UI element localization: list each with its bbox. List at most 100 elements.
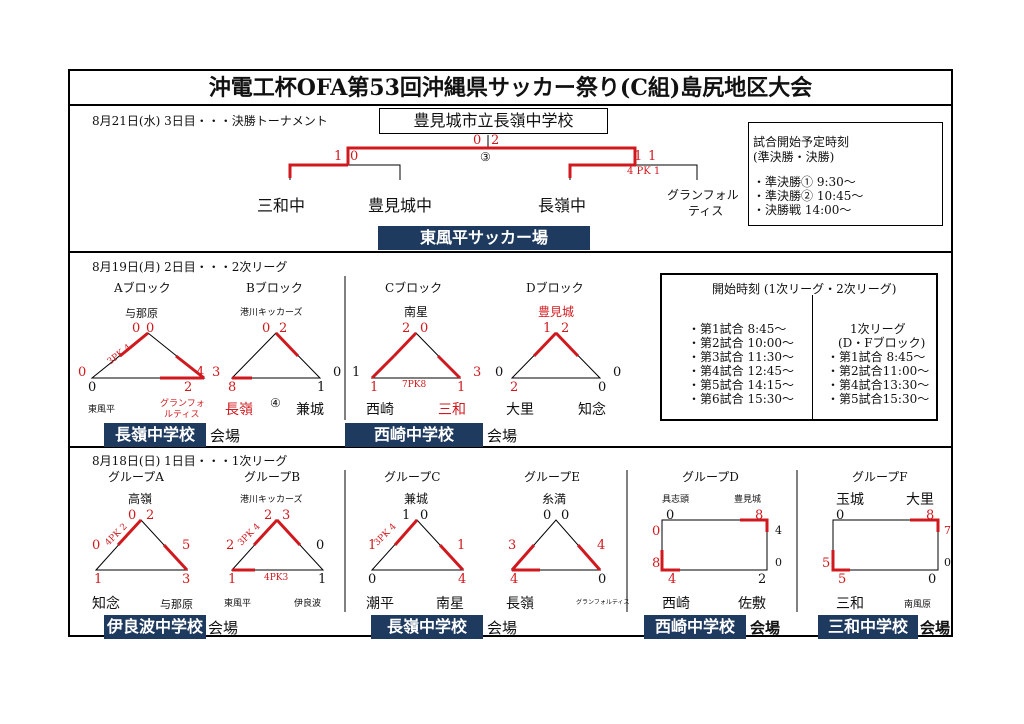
main-frame bbox=[68, 69, 953, 637]
time-item: ・第2試合11:00～ bbox=[827, 364, 930, 378]
score: 3 bbox=[473, 365, 482, 380]
group-b-title: グループB bbox=[244, 470, 301, 484]
team: 西崎 bbox=[662, 596, 690, 612]
score: 1 bbox=[352, 365, 361, 380]
venue-label: 会場 bbox=[750, 619, 781, 637]
time-item: ・第5試合15:30～ bbox=[827, 392, 930, 406]
team-granfortis-2: ティス bbox=[688, 204, 724, 218]
final-score-right: 2 bbox=[491, 133, 500, 148]
score: 2 bbox=[758, 572, 767, 587]
group-b-top: 港川キッカーズ bbox=[240, 495, 303, 505]
score: 0 bbox=[316, 538, 325, 553]
group-f-title: グループF bbox=[852, 470, 908, 484]
score: 0 bbox=[652, 524, 661, 539]
score: 0 bbox=[132, 321, 141, 336]
team-sanwa: 三和中 bbox=[257, 196, 306, 215]
time-item: ・第4試合 12:45～ bbox=[688, 364, 795, 378]
team: 大里 bbox=[506, 402, 534, 418]
venue-label: 会場 bbox=[487, 619, 518, 637]
block-b-top: 港川キッカーズ bbox=[240, 308, 303, 318]
divider bbox=[68, 251, 953, 253]
score: 0 bbox=[92, 538, 101, 553]
score: 0 bbox=[88, 380, 97, 395]
team: 潮平 bbox=[366, 596, 394, 612]
team: グランフォルティス bbox=[576, 599, 630, 606]
group-e-title: グループE bbox=[524, 470, 581, 484]
time-item: ・第2試合 10:00～ bbox=[688, 336, 795, 350]
score: 2 bbox=[184, 380, 193, 395]
times-right-sub: (D・Fブロック) bbox=[838, 336, 926, 350]
day2-date: 8月19日(月) 2日目・・・2次リーグ bbox=[92, 260, 288, 274]
score: 4 bbox=[668, 572, 677, 587]
score: 3 bbox=[212, 365, 221, 380]
team: 東風平 bbox=[88, 405, 116, 415]
match-number: ④ bbox=[270, 396, 281, 410]
time-item: ・第1試合 8:45～ bbox=[688, 322, 787, 336]
team: 長嶺 bbox=[225, 402, 253, 418]
team: 知念 bbox=[92, 596, 120, 612]
score: 1 bbox=[318, 572, 327, 587]
score: 2 bbox=[226, 538, 235, 553]
score: 0 bbox=[836, 508, 845, 523]
venue-nagamine: 長嶺中学校 bbox=[371, 615, 483, 639]
score: 1 bbox=[457, 380, 466, 395]
venue-sanwa: 三和中学校 bbox=[818, 615, 918, 639]
time-item: ・第6試合 15:30～ bbox=[688, 392, 795, 406]
venue-label: 会場 bbox=[210, 427, 241, 445]
block-c-top: 南星 bbox=[404, 305, 429, 319]
schedule-sub: (準決勝・決勝) bbox=[753, 150, 835, 164]
time-item: ・第3試合 11:30～ bbox=[688, 350, 795, 364]
day3-date: 8月21日(水) 3日目・・・決勝トーナメント bbox=[92, 114, 328, 128]
score: 1 bbox=[317, 380, 326, 395]
score: 2 bbox=[279, 321, 288, 336]
pk-label: 7PK8 bbox=[402, 380, 427, 390]
day1-date: 8月18日(日) 1日目・・・1次リーグ bbox=[92, 454, 288, 468]
time-item: ・第1試合 8:45～ bbox=[827, 350, 926, 364]
team-tomigusuku: 豊見城中 bbox=[368, 196, 433, 215]
sf1-score-left: 1 bbox=[334, 149, 343, 164]
score: 3 bbox=[508, 538, 517, 553]
final-number: ③ bbox=[480, 150, 491, 164]
schedule-item: ・準決勝② 10:45～ bbox=[753, 189, 864, 203]
team: 三和 bbox=[836, 596, 864, 612]
times-divider bbox=[812, 295, 813, 421]
team: 東風平 bbox=[224, 599, 252, 609]
score: 1 bbox=[543, 321, 552, 336]
score: 0 bbox=[543, 508, 552, 523]
team: グランフォ bbox=[160, 399, 205, 409]
score: 8 bbox=[926, 508, 935, 523]
team: 豊見城 bbox=[734, 495, 762, 505]
score: 5 bbox=[822, 556, 831, 571]
team-nagamine: 長嶺中 bbox=[538, 196, 587, 215]
score: 4 bbox=[510, 572, 519, 587]
score: 0 bbox=[368, 572, 377, 587]
score: 1 bbox=[457, 538, 466, 553]
time-item: ・第5試合 14:15～ bbox=[688, 378, 795, 392]
block-d-title: Dブロック bbox=[526, 281, 584, 295]
score: 8 bbox=[755, 508, 764, 523]
score: 2 bbox=[510, 380, 519, 395]
times-title: 開始時刻 (1次リーグ・2次リーグ) bbox=[712, 282, 897, 296]
score: 3 bbox=[282, 508, 291, 523]
venue-label: 会場 bbox=[920, 619, 951, 637]
group-c-title: グループC bbox=[384, 470, 441, 484]
venue-nishizaki: 西崎中学校 bbox=[345, 423, 483, 447]
sf2-pk: 4 PK 1 bbox=[627, 166, 661, 177]
venue-kochinda: 東風平サッカー場 bbox=[378, 226, 590, 250]
venue-nishizaki: 西崎中学校 bbox=[644, 615, 746, 639]
team: 兼城 bbox=[296, 402, 324, 418]
group-a-top: 高嶺 bbox=[128, 492, 153, 506]
score: 3 bbox=[182, 572, 191, 587]
team: 西崎 bbox=[366, 402, 394, 418]
score: 0 bbox=[666, 508, 675, 523]
divider bbox=[68, 104, 953, 106]
score: 0 bbox=[146, 321, 155, 336]
group-d-title: グループD bbox=[682, 470, 739, 484]
score: 2 bbox=[402, 321, 411, 336]
score: 1 bbox=[228, 572, 237, 587]
score: 0 bbox=[775, 556, 782, 569]
score: 4 bbox=[597, 538, 606, 553]
score: 0 bbox=[128, 508, 137, 523]
venue-label: 会場 bbox=[487, 427, 518, 445]
score: 0 bbox=[262, 321, 271, 336]
